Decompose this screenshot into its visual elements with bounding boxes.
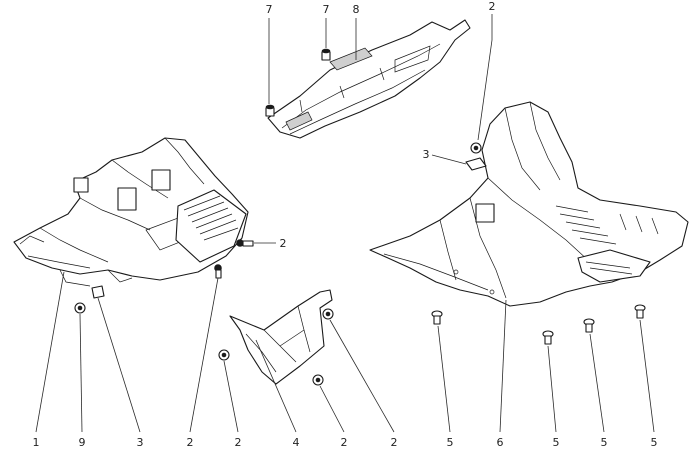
callout-1: 1 xyxy=(33,436,40,449)
callout-2-housing: 2 xyxy=(280,237,287,250)
callout-9: 9 xyxy=(79,436,86,449)
part-3-clip-right xyxy=(465,157,487,171)
part-2-screw-bracket-right xyxy=(322,308,334,320)
callout-3-left: 3 xyxy=(137,436,144,449)
part-2-screw-housing-right xyxy=(236,239,254,247)
part-5-screw-1 xyxy=(431,310,443,325)
callout-2-a: 2 xyxy=(187,436,194,449)
callout-5-a: 5 xyxy=(447,436,454,449)
callout-2-b: 2 xyxy=(235,436,242,449)
callout-6: 6 xyxy=(497,436,504,449)
guard-ribbed-tab xyxy=(577,249,651,283)
callout-7-left: 7 xyxy=(266,3,273,16)
callout-2-d: 2 xyxy=(391,436,398,449)
part-5-screw-2 xyxy=(542,330,554,345)
part-4-bracket xyxy=(229,289,333,385)
callout-5-c: 5 xyxy=(601,436,608,449)
callout-2-c: 2 xyxy=(341,436,348,449)
callout-4: 4 xyxy=(293,436,300,449)
callout-2-top: 2 xyxy=(489,0,496,13)
part-8-top-guard xyxy=(267,19,471,139)
part-6-large-guard xyxy=(369,101,689,307)
part-7-pin-left xyxy=(265,104,275,117)
part-5-screw-3 xyxy=(583,318,595,333)
part-1-main-housing xyxy=(13,137,249,287)
part-2-screw-guard-top xyxy=(470,142,482,154)
part-2-screw-bracket-left xyxy=(218,349,230,361)
part-2-screw-bracket-lower xyxy=(312,374,324,386)
housing-fin-block xyxy=(175,189,247,263)
callout-5-b: 5 xyxy=(553,436,560,449)
callout-labels: 7 7 8 2 3 2 1 9 3 2 2 4 2 2 5 6 5 5 5 xyxy=(33,0,658,449)
callout-3-right: 3 xyxy=(423,148,430,161)
part-9-nut xyxy=(74,302,86,314)
callout-7-right: 7 xyxy=(323,3,330,16)
part-7-pin-right xyxy=(321,48,331,61)
part-5-screw-4 xyxy=(634,304,646,319)
part-2-screw-housing-lower xyxy=(214,264,222,279)
leader-lines xyxy=(35,14,655,433)
callout-8: 8 xyxy=(353,3,360,16)
callout-5-d: 5 xyxy=(651,436,658,449)
part-3-clip-left xyxy=(91,285,105,299)
